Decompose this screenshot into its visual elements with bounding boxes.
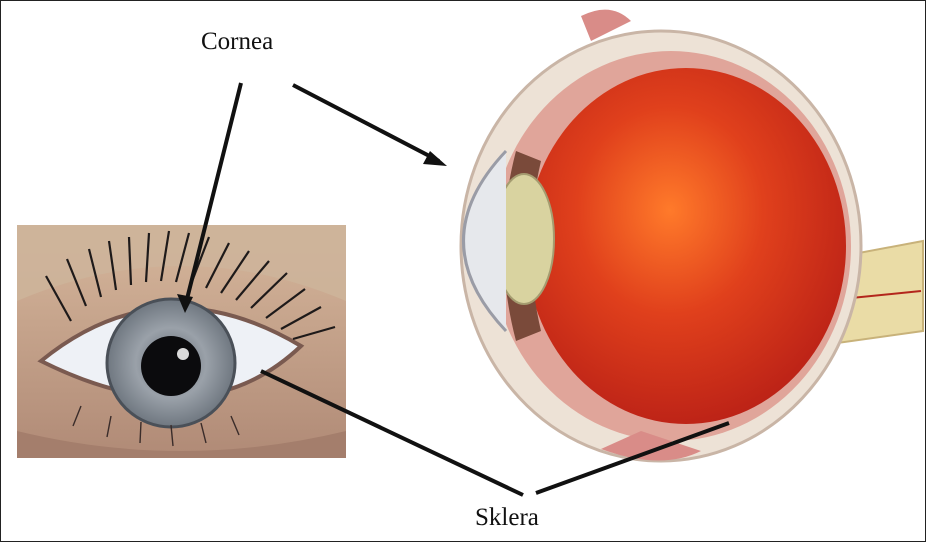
cornea-pointer-to-section [293, 85, 439, 161]
sklera-label: Sklera [475, 504, 539, 532]
eye-cross-section [461, 10, 923, 461]
cornea-label: Cornea [201, 28, 273, 56]
eye-photo [17, 225, 346, 458]
